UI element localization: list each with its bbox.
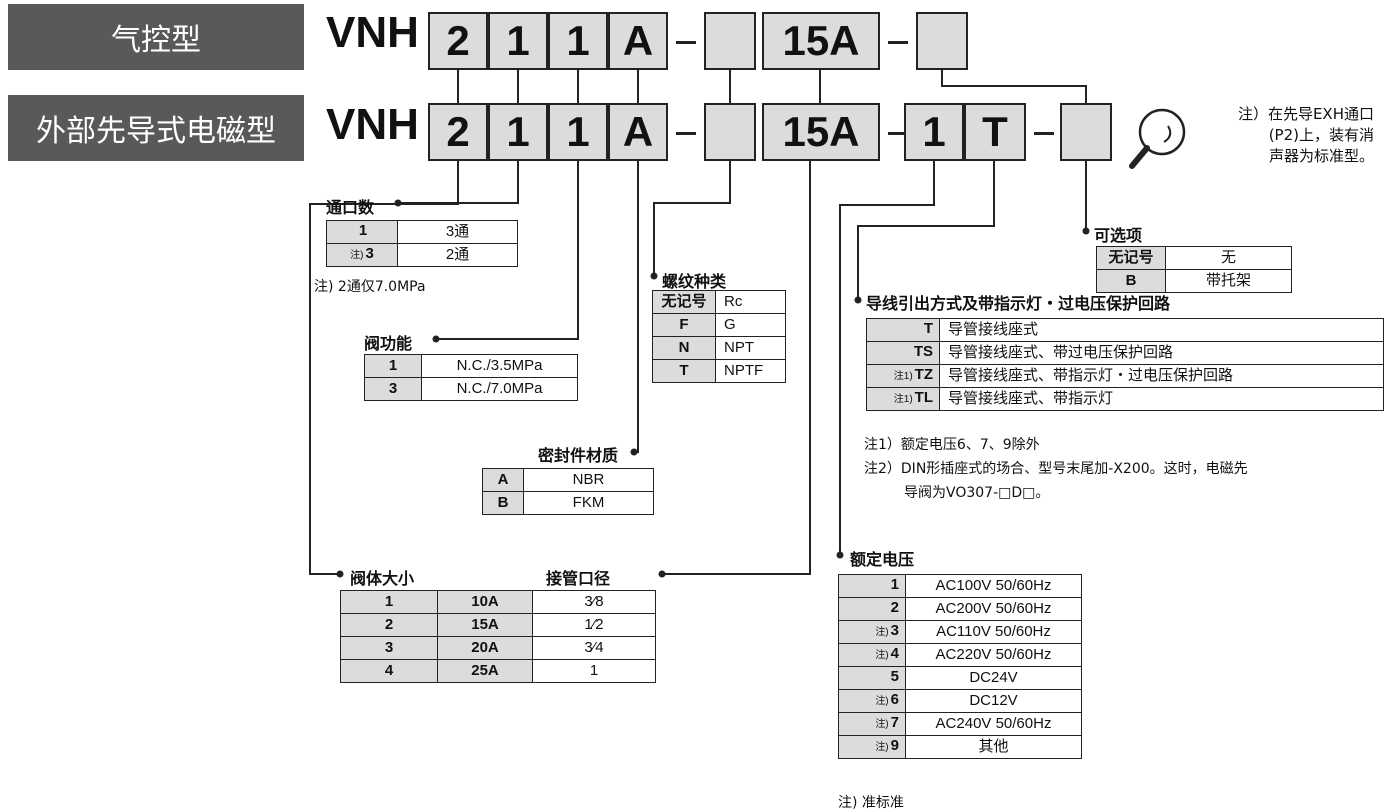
table-row: 注)6 DC12V xyxy=(838,689,1082,713)
solenoid-code-voltage: 1 xyxy=(904,103,964,161)
ports-table: 1 3通 注)3 2通 xyxy=(326,220,518,267)
table-row: 2 15A 1⁄2 xyxy=(340,613,656,637)
air-code-function: 1 xyxy=(548,12,608,70)
table-row: 1 3通 xyxy=(326,220,518,244)
table-row: T NPTF xyxy=(652,359,786,383)
seal-table: A NBR B FKM xyxy=(482,468,654,515)
solenoid-code-ports: 1 xyxy=(488,103,548,161)
table-row: 4 25A 1 xyxy=(340,659,656,683)
table-row: F G xyxy=(652,313,786,337)
table-row: 注1)TZ 导管接线座式、带指示灯・过电压保护回路 xyxy=(866,364,1384,388)
table-row: 3 N.C./7.0MPa xyxy=(364,377,578,401)
voltage-title: 额定电压 xyxy=(850,550,915,569)
air-model-prefix: VNH xyxy=(326,8,419,57)
table-row: B 带托架 xyxy=(1096,269,1292,293)
port-size-title: 接管口径 xyxy=(546,569,611,588)
air-code-port-size: 15A xyxy=(762,12,880,70)
solenoid-code-function: 1 xyxy=(548,103,608,161)
wiring-note-3: 导阀为VO307-□D□。 xyxy=(904,485,1050,501)
valve-function-table: 1 N.C./3.5MPa 3 N.C./7.0MPa xyxy=(364,354,578,401)
voltage-table: 1 AC100V 50/60Hz 2 AC200V 50/60Hz 注)3 AC… xyxy=(838,574,1082,759)
thread-table: 无记号 Rc F G N NPT T NPTF xyxy=(652,290,786,383)
magnifier-icon xyxy=(1129,108,1186,169)
options-table: 无记号 无 B 带托架 xyxy=(1096,246,1292,293)
options-title: 可选项 xyxy=(1094,226,1143,245)
table-row: 1 AC100V 50/60Hz xyxy=(838,574,1082,598)
table-row: T 导管接线座式 xyxy=(866,318,1384,342)
air-dash-1 xyxy=(676,41,696,44)
table-row: 注)3 AC110V 50/60Hz xyxy=(838,620,1082,644)
air-code-seal: A xyxy=(608,12,668,70)
solenoid-model-prefix: VNH xyxy=(326,100,419,149)
body-size-table: 1 10A 3⁄8 2 15A 1⁄2 3 20A 3⁄4 4 25A 1 xyxy=(340,590,656,683)
air-code-ports: 1 xyxy=(488,12,548,70)
wiring-note-1: 注1）额定电压6、7、9除外 xyxy=(864,437,1040,453)
thread-title: 螺纹种类 xyxy=(662,272,727,291)
table-row: 注)3 2通 xyxy=(326,243,518,267)
table-row: 无记号 无 xyxy=(1096,246,1292,270)
solenoid-code-thread xyxy=(704,103,756,161)
valve-function-title: 阀功能 xyxy=(364,334,413,353)
air-code-thread xyxy=(704,12,756,70)
muffler-footnote: 注）在先导EXH通口 (P2)上，装有消 声器为标准型。 xyxy=(1237,105,1374,165)
solenoid-dash-2 xyxy=(888,132,908,135)
wiring-table: T 导管接线座式 TS 导管接线座式、带过电压保护回路 注1)TZ 导管接线座式… xyxy=(866,318,1384,411)
table-row: 3 20A 3⁄4 xyxy=(340,636,656,660)
table-row: 5 DC24V xyxy=(838,666,1082,690)
table-row: TS 导管接线座式、带过电压保护回路 xyxy=(866,341,1384,365)
solenoid-dash-3 xyxy=(1034,132,1054,135)
solenoid-code-size: 2 xyxy=(428,103,488,161)
air-code-option xyxy=(916,12,968,70)
table-row: B FKM xyxy=(482,491,654,515)
table-row: 2 AC200V 50/60Hz xyxy=(838,597,1082,621)
ports-note: 注) 2通仅7.0MPa xyxy=(314,279,426,295)
table-row: 1 N.C./3.5MPa xyxy=(364,354,578,378)
table-row: 注)9 其他 xyxy=(838,735,1082,759)
table-row: N NPT xyxy=(652,336,786,360)
solenoid-code-seal: A xyxy=(608,103,668,161)
table-row: A NBR xyxy=(482,468,654,492)
air-dash-2 xyxy=(888,41,908,44)
table-row: 注)4 AC220V 50/60Hz xyxy=(838,643,1082,667)
voltage-note: 注) 准标准 xyxy=(838,795,904,811)
table-row: 无记号 Rc xyxy=(652,290,786,314)
seal-title: 密封件材质 xyxy=(538,446,619,465)
table-row: 1 10A 3⁄8 xyxy=(340,590,656,614)
wiring-title: 导线引出方式及带指示灯・过电压保护回路 xyxy=(866,294,1171,313)
body-size-title: 阀体大小 xyxy=(350,569,415,588)
wiring-note-2: 注2）DIN形插座式的场合、型号末尾加-X200。这时，电磁先 xyxy=(864,461,1248,477)
table-row: 注1)TL 导管接线座式、带指示灯 xyxy=(866,387,1384,411)
solenoid-dash-1 xyxy=(676,132,696,135)
solenoid-label: 外部先导式电磁型 xyxy=(8,95,304,161)
air-code-size: 2 xyxy=(428,12,488,70)
table-row: 注)7 AC240V 50/60Hz xyxy=(838,712,1082,736)
air-operated-label: 气控型 xyxy=(8,4,304,70)
solenoid-code-port-size: 15A xyxy=(762,103,880,161)
solenoid-code-option xyxy=(1060,103,1112,161)
solenoid-code-wiring: T xyxy=(964,103,1026,161)
ports-title: 通口数 xyxy=(326,198,375,217)
